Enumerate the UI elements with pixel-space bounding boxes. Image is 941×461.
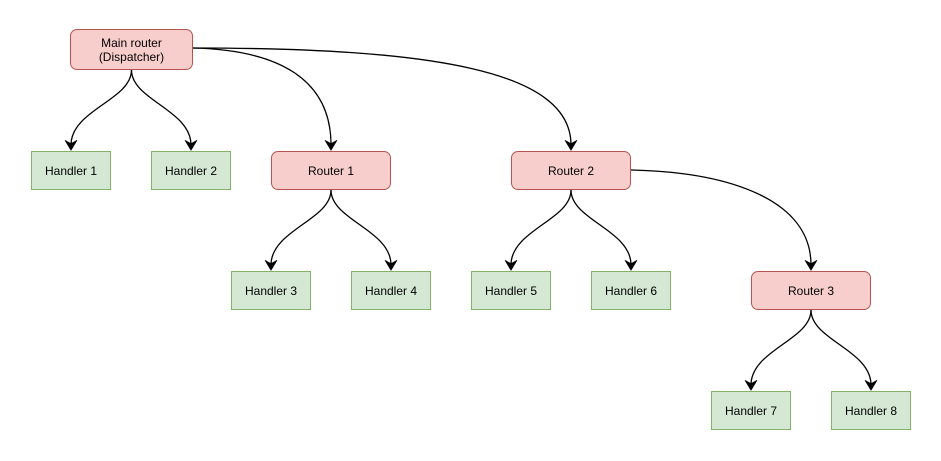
edge-router-2-to-handler-6 bbox=[570, 189, 638, 271]
node-handler-8[interactable]: Handler 8 bbox=[831, 391, 911, 430]
edge-router-3-to-handler-7 bbox=[744, 309, 812, 391]
node-router-2[interactable]: Router 2 bbox=[511, 151, 631, 190]
node-router-1[interactable]: Router 1 bbox=[271, 151, 391, 190]
node-label-handler-7: Handler 7 bbox=[724, 403, 778, 418]
node-label-handler-6: Handler 6 bbox=[604, 283, 658, 298]
edge-router-3-to-handler-8 bbox=[810, 309, 878, 391]
node-label-router-3: Router 3 bbox=[787, 283, 835, 298]
node-label-handler-3: Handler 3 bbox=[244, 283, 298, 298]
node-label-handler-5: Handler 5 bbox=[484, 283, 538, 298]
node-handler-5[interactable]: Handler 5 bbox=[471, 271, 551, 310]
node-label-handler-2: Handler 2 bbox=[164, 163, 218, 178]
node-main-router[interactable]: Main router (Dispatcher) bbox=[70, 29, 193, 70]
node-handler-1[interactable]: Handler 1 bbox=[31, 151, 111, 190]
node-label-handler-4: Handler 4 bbox=[364, 283, 418, 298]
edge-router-2-to-handler-5 bbox=[504, 189, 572, 271]
node-handler-3[interactable]: Handler 3 bbox=[231, 271, 311, 310]
edge-main-router-to-router-2 bbox=[192, 47, 578, 151]
edge-router-2-to-router-3 bbox=[630, 169, 818, 271]
node-label-main-router: Main router (Dispatcher) bbox=[98, 35, 165, 64]
edge-main-router-to-router-1 bbox=[192, 47, 338, 151]
edge-main-router-to-handler-2 bbox=[130, 69, 198, 151]
edge-router-1-to-handler-3 bbox=[264, 189, 332, 271]
node-label-handler-1: Handler 1 bbox=[44, 163, 98, 178]
node-handler-4[interactable]: Handler 4 bbox=[351, 271, 431, 310]
node-label-handler-8: Handler 8 bbox=[844, 403, 898, 418]
edge-main-router-to-handler-1 bbox=[64, 69, 133, 151]
node-handler-2[interactable]: Handler 2 bbox=[151, 151, 231, 190]
node-handler-7[interactable]: Handler 7 bbox=[711, 391, 791, 430]
node-label-router-1: Router 1 bbox=[307, 163, 355, 178]
node-router-3[interactable]: Router 3 bbox=[751, 271, 871, 310]
edges-group bbox=[64, 47, 878, 391]
node-handler-6[interactable]: Handler 6 bbox=[591, 271, 671, 310]
edge-router-1-to-handler-4 bbox=[330, 189, 398, 271]
node-label-router-2: Router 2 bbox=[547, 163, 595, 178]
